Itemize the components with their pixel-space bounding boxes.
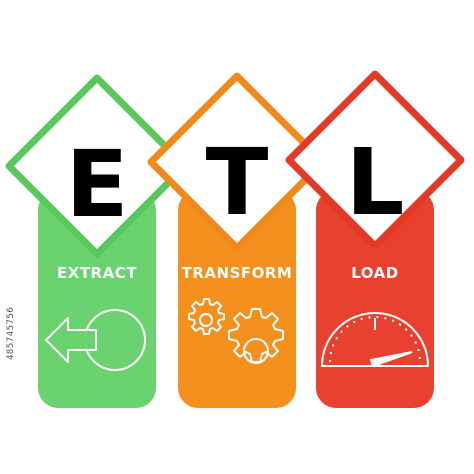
extract-diamond (5, 74, 189, 258)
load-label: LOAD (351, 264, 398, 282)
load-letter: L (346, 129, 405, 236)
load-diamond (285, 70, 465, 250)
column-extract: E EXTRACT (5, 74, 189, 408)
extract-letter: E (66, 131, 129, 238)
transform-label: TRANSFORM (182, 264, 293, 282)
transform-diamond (147, 72, 327, 252)
transform-letter: T (206, 129, 269, 236)
stock-id: 485745756 (6, 306, 16, 360)
speedometer-icon (321, 312, 429, 368)
back-arrow-circle-icon (45, 309, 146, 371)
large-gear (228, 308, 284, 363)
extract-label: EXTRACT (57, 264, 137, 282)
column-transform: T TRANSFORM (147, 72, 327, 408)
column-load: L LOAD (285, 70, 465, 408)
small-gear (188, 298, 225, 335)
gears-icon (188, 298, 284, 364)
